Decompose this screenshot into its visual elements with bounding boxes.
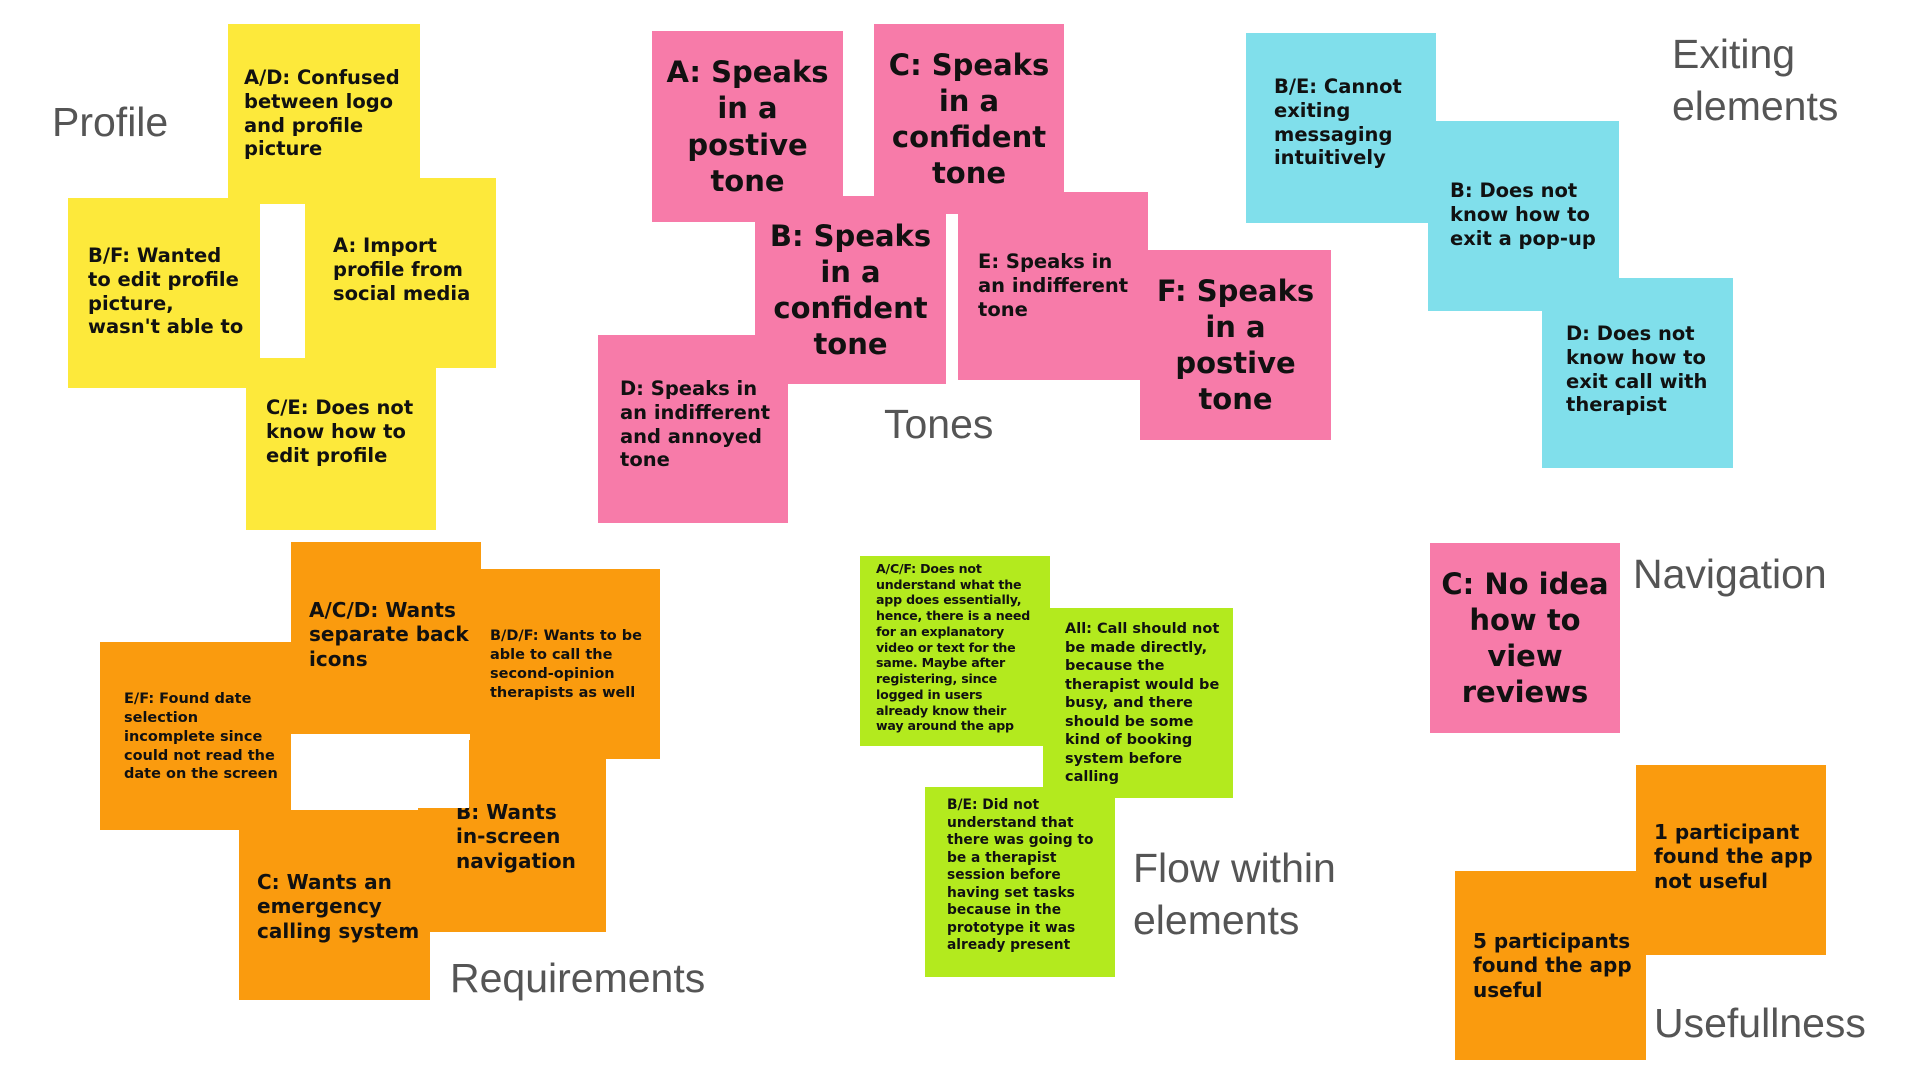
note-text: C: Wants an emergency calling system (257, 870, 420, 943)
note-text: B/D/F: Wants to be able to call the seco… (490, 628, 642, 701)
note-text: B: Does not know how to exit a pop-up (1450, 179, 1596, 250)
sticky-note[interactable]: C: No idea how to view reviews (1430, 543, 1620, 733)
cluster-label-navigation: Navigation (1633, 551, 1827, 597)
note-text: B: Wants in-screen navigation (456, 800, 576, 873)
sticky-note[interactable]: A/D: Confused between logo and profile p… (228, 24, 420, 204)
sticky-note[interactable]: E/F: Found date selection incomplete sin… (100, 642, 291, 830)
note-text: B: Speaks in a confident tone (769, 218, 932, 362)
cluster-label-usefulness: Usefullness (1654, 1000, 1866, 1046)
board-gap (291, 734, 469, 808)
note-text: 5 participants found the app useful (1473, 929, 1632, 1002)
cluster-label-exiting: Exiting elements (1672, 31, 1839, 130)
sticky-note[interactable]: C: Speaks in a confident tone (874, 24, 1064, 214)
cluster-label-flow: Flow within elements (1133, 845, 1336, 944)
sticky-note[interactable]: A/C/D: Wants separate back icons (291, 542, 481, 734)
note-text: A/C/F: Does not understand what the app … (876, 561, 1031, 734)
cluster-label-profile: Profile (52, 99, 169, 145)
note-text: A/C/D: Wants separate back icons (309, 598, 469, 671)
note-text: E: Speaks in an indifferent tone (978, 250, 1129, 321)
sticky-note[interactable]: D: Does not know how to exit call with t… (1542, 278, 1733, 468)
sticky-note[interactable]: B: Does not know how to exit a pop-up (1428, 121, 1619, 311)
board-gap (260, 216, 305, 340)
note-text: C/E: Does not know how to edit profile (266, 396, 414, 467)
sticky-note[interactable]: F: Speaks in a postive tone (1140, 250, 1331, 440)
sticky-note[interactable]: A/C/F: Does not understand what the app … (860, 556, 1050, 746)
note-text: A: Speaks in a postive tone (666, 55, 829, 198)
note-text: B/F: Wanted to edit profile picture, was… (88, 244, 244, 339)
note-text: C: No idea how to view reviews (1441, 566, 1609, 710)
sticky-note[interactable]: A: Speaks in a postive tone (652, 31, 843, 222)
note-text: 1 participant found the app not useful (1654, 820, 1813, 893)
note-text: E/F: Found date selection incomplete sin… (124, 691, 278, 783)
note-text: C: Speaks in a confident tone (888, 47, 1050, 191)
sticky-note[interactable]: B/E: Did not understand that there was g… (925, 787, 1115, 977)
sticky-note[interactable]: B/F: Wanted to edit profile picture, was… (68, 198, 260, 388)
note-text: D: Does not know how to exit call with t… (1566, 322, 1708, 417)
cluster-label-tones: Tones (884, 401, 994, 447)
sticky-note[interactable]: C/E: Does not know how to edit profile (246, 358, 436, 530)
note-text: A: Import profile from social media (333, 234, 471, 305)
sticky-note[interactable]: 5 participants found the app useful (1455, 871, 1646, 1060)
note-text: D: Speaks in an indifferent and annoyed … (620, 377, 771, 472)
sticky-note[interactable]: B/D/F: Wants to be able to call the seco… (470, 569, 660, 759)
sticky-note[interactable]: C: Wants an emergency calling system (239, 810, 430, 1000)
sticky-note[interactable]: 1 participant found the app not useful (1636, 765, 1826, 955)
note-text: A/D: Confused between logo and profile p… (244, 66, 400, 161)
sticky-note[interactable]: E: Speaks in an indifferent tone (958, 192, 1148, 380)
note-text: B/E: Did not understand that there was g… (947, 797, 1094, 954)
cluster-label-requirements: Requirements (450, 955, 706, 1001)
sticky-note[interactable]: All: Call should not be made directly, b… (1043, 608, 1233, 798)
sticky-note[interactable]: B/E: Cannot exiting messaging intuitivel… (1246, 33, 1436, 223)
note-text: All: Call should not be made directly, b… (1065, 621, 1220, 786)
sticky-note[interactable]: D: Speaks in an indifferent and annoyed … (598, 335, 788, 523)
sticky-note[interactable]: A: Import profile from social media (305, 178, 496, 368)
note-text: F: Speaks in a postive tone (1156, 273, 1315, 417)
note-text: B/E: Cannot exiting messaging intuitivel… (1274, 75, 1402, 170)
